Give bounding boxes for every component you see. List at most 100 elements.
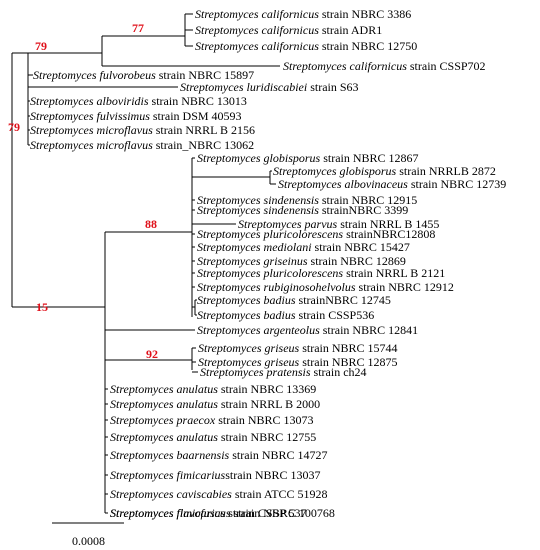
taxon-species: Streptomyces globisporus — [197, 151, 321, 165]
taxon-species: Streptomyces californicus — [195, 39, 319, 53]
scale-bar-label: 0.0008 — [72, 534, 105, 548]
taxon-label-36: Streptomyces flavofuscus strain NBRC 100… — [110, 506, 335, 520]
taxon-label-34: Streptomyces caviscabies strain ATCC 519… — [110, 487, 328, 501]
taxon-label-16: Streptomyces parvus strain NRRL B 1455 — [238, 217, 439, 231]
taxon-species: Streptomyces alboviridis — [30, 94, 149, 108]
taxon-species: Streptomyces griseus — [198, 341, 300, 355]
taxon-species: Streptomyces baarnensis — [110, 448, 230, 462]
taxon-label-7: Streptomyces alboviridis strain NBRC 130… — [30, 94, 247, 108]
taxon-species: Streptomyces fimicarius — [110, 506, 226, 520]
taxon-strain: strain NRRL B 2121 — [343, 266, 445, 280]
taxon-species: Streptomyces californicus — [195, 7, 319, 21]
taxon-label-30: Streptomyces praecox strain NBRC 13073 — [110, 413, 314, 427]
taxon-strain: strain NBRC 14727 — [229, 448, 327, 462]
taxon-strain: strain NBRC 12755 — [218, 430, 316, 444]
taxon-species: Streptomyces anulatus — [110, 382, 218, 396]
taxon-label-1: Streptomyces californicus strain NBRC 33… — [195, 7, 411, 21]
tree-branches — [11, 13, 280, 524]
bootstrap-value-b79a: 79 — [35, 39, 47, 53]
taxon-species: Streptomyces californicus — [195, 23, 319, 37]
taxon-label-28: Streptomyces anulatus strain NBRC 13369 — [110, 382, 316, 396]
taxon-strain: strain NBRC 12912 — [356, 280, 454, 294]
taxon-label-18: Streptomyces mediolani strain NBRC 15427 — [197, 240, 410, 254]
taxon-strain: strain CSSP536 — [296, 308, 375, 322]
taxon-label-29: Streptomyces anulatus strain NRRL B 2000 — [110, 397, 320, 411]
taxon-label-24: Streptomyces argenteolus strain NBRC 128… — [197, 323, 418, 337]
taxon-species: Streptomyces globisporus — [273, 164, 397, 178]
taxon-species: Streptomyces griseus — [198, 355, 300, 369]
bootstrap-value-b79b: 79 — [8, 120, 20, 134]
taxon-label-3: Streptomyces californicus strain NBRC 12… — [195, 39, 417, 53]
taxon-species: Streptomyces fulvissimus — [30, 109, 150, 123]
taxon-species: Streptomyces fulvorobeus — [33, 68, 156, 82]
taxon-strain: strainNBRC 3399 — [319, 203, 408, 217]
taxon-strain: strain NBRC 13369 — [218, 382, 316, 396]
taxon-label-15: Streptomyces sindenensis strainNBRC 3399 — [197, 203, 408, 217]
taxon-strain: strain S63 — [307, 80, 358, 94]
taxon-species: Streptomyces pratensis — [200, 365, 311, 379]
taxon-strain: strain NBRC 12875 — [299, 355, 397, 369]
taxon-species: Streptomyces sindenensis — [197, 203, 319, 217]
taxon-label-12: Streptomyces globisporus strain NRRLB 28… — [273, 164, 496, 178]
taxon-label-26: Streptomyces griseus strain NBRC 12875 — [198, 355, 398, 369]
taxon-label-9: Streptomyces microflavus strain NRRL B 2… — [30, 123, 255, 137]
taxon-strain: strain NBRC 13013 — [149, 94, 247, 108]
taxon-label-14: Streptomyces sindenensis strain NBRC 129… — [197, 193, 417, 207]
taxon-species: Streptomyces griseinus — [197, 254, 308, 268]
taxon-species: Streptomyces californicus — [283, 59, 407, 73]
taxon-strain: strainNBRC12808 — [343, 227, 435, 241]
taxon-species: Streptomyces fimicarius — [110, 468, 226, 482]
taxon-label-23: Streptomyces badius strain CSSP536 — [197, 308, 374, 322]
taxon-species: Streptomyces flavofuscus — [110, 506, 231, 520]
taxon-strain: strain CSSP702 — [407, 59, 486, 73]
taxon-label-6: Streptomyces luridiscabiei strain S63 — [180, 80, 359, 94]
taxon-species: Streptomyces mediolani — [197, 240, 312, 254]
taxon-label-2: Streptomyces californicus strain ADR1 — [195, 23, 382, 37]
taxon-label-22: Streptomyces badius strainNBRC 12745 — [197, 293, 391, 307]
taxon-label-19: Streptomyces griseinus strain NBRC 12869 — [197, 254, 406, 268]
taxon-label-10: Streptomyces microflavus strain_NBRC 130… — [30, 138, 254, 152]
taxon-strain: strain NBRC 15427 — [312, 240, 410, 254]
bootstrap-value-b88: 88 — [145, 217, 157, 231]
taxon-strain: strain NRRLB 2872 — [396, 164, 496, 178]
taxon-strain: strain NBRC 12739 — [408, 177, 506, 191]
taxon-species: Streptomyces pluricolorescens — [197, 227, 343, 241]
taxon-label-4: Streptomyces californicus strain CSSP702 — [283, 59, 486, 73]
taxon-label-8: Streptomyces fulvissimus strain DSM 4059… — [30, 109, 242, 123]
taxon-species: Streptomyces albovinaceus — [278, 177, 408, 191]
taxon-label-25: Streptomyces griseus strain NBRC 15744 — [198, 341, 398, 355]
taxon-strain: strain NBRC 3386 — [319, 7, 411, 21]
taxon-label-5: Streptomyces fulvorobeus strain NBRC 158… — [33, 68, 254, 82]
taxon-label-31: Streptomyces anulatus strain NBRC 12755 — [110, 430, 316, 444]
taxon-strain: strain NRRL B 1455 — [337, 217, 439, 231]
taxon-species: Streptomyces sindenensis — [197, 193, 319, 207]
taxon-label-20: Streptomyces pluricolorescens strain NRR… — [197, 266, 445, 280]
taxon-strain: strain NRRL B 2000 — [218, 397, 320, 411]
taxon-strain: strain NBRC 12867 — [320, 151, 418, 165]
taxon-species: Streptomyces pluricolorescens — [197, 266, 343, 280]
taxon-strain: strain NRRL B 2156 — [153, 123, 255, 137]
taxon-species: Streptomyces praecox — [110, 413, 216, 427]
taxon-strain: strain ATCC 51928 — [232, 487, 328, 501]
taxon-labels: Streptomyces californicus strain NBRC 33… — [30, 7, 506, 520]
taxon-strain: strain DSM 40593 — [150, 109, 242, 123]
taxon-species: Streptomyces badius — [197, 293, 296, 307]
taxon-label-27: Streptomyces pratensis strain ch24 — [200, 365, 367, 379]
taxon-strain: strain NBRC 12841 — [320, 323, 418, 337]
taxon-species: Streptomyces anulatus — [110, 397, 218, 411]
taxon-label-13: Streptomyces albovinaceus strain NBRC 12… — [278, 177, 506, 191]
taxon-label-33: Streptomyces fimicariusstrain NBRC 13037 — [110, 468, 321, 482]
taxon-strain: strain NBRC 12750 — [319, 39, 417, 53]
taxon-label-35: Streptomyces fimicarius strain CSSP 537 — [110, 506, 306, 520]
taxon-species: Streptomyces caviscabies — [110, 487, 232, 501]
taxon-label-32: Streptomyces baarnensis strain NBRC 1472… — [110, 448, 328, 462]
taxon-species: Streptomyces rubiginosohelvolus — [197, 280, 356, 294]
taxon-strain: strain ADR1 — [319, 23, 382, 37]
taxon-species: Streptomyces microflavus — [30, 138, 153, 152]
taxon-species: Streptomyces argenteolus — [197, 323, 320, 337]
taxon-strain: strain ch24 — [311, 365, 367, 379]
bootstrap-value-b77: 77 — [132, 21, 144, 35]
bootstrap-value-b15: 15 — [36, 300, 48, 314]
